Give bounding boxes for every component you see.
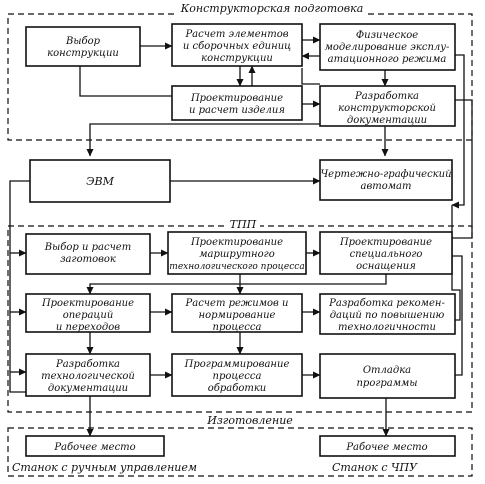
block-modes-calc: Расчет режимов и нормирование процесса <box>171 293 303 333</box>
design-section-title: Конструкторская подготовка <box>180 2 364 15</box>
block-text: обработки <box>208 383 267 394</box>
block-blank-choice: Выбор и расчет заготовок <box>25 233 151 275</box>
block-text: Программирование <box>184 359 290 370</box>
block-tech-docs: Разработка технологической документации <box>25 353 151 397</box>
block-text: Выбор и расчет <box>44 242 131 253</box>
block-text: и переходов <box>56 322 120 333</box>
block-text: документации <box>48 383 128 394</box>
block-physical-modeling: Физическое моделирование эксплу- атацион… <box>319 23 456 71</box>
block-choose-design: Выбор конструкции <box>25 26 141 67</box>
block-operations-design: Проектирование операций и переходов <box>25 293 151 333</box>
block-text: конструкции <box>201 53 273 64</box>
block-text: операций <box>63 310 114 321</box>
manual-machine-label: Станок с ручным управлением <box>12 461 197 474</box>
block-text: Рабочее место <box>345 442 427 453</box>
block-text: маршрутного <box>199 249 275 260</box>
block-text: Разработка <box>354 91 419 102</box>
block-text: Физическое <box>356 30 418 41</box>
block-text: процесса <box>213 371 262 382</box>
block-text: Отладка <box>363 365 411 376</box>
block-text: программы <box>356 378 417 389</box>
block-design-calc: Проектирование и расчет изделия <box>171 85 303 121</box>
block-workplace-cnc: Рабочее место <box>319 435 456 457</box>
block-text: процесса <box>213 322 262 333</box>
block-text: нормирование <box>199 310 276 321</box>
block-text: технологичности <box>338 322 436 333</box>
block-text: конструкторской <box>338 103 436 114</box>
block-text: Проектирование <box>190 93 283 104</box>
block-text: атационного режима <box>328 54 447 65</box>
block-text: Рабочее место <box>53 442 135 453</box>
block-text: специального <box>350 249 423 260</box>
block-text: заготовок <box>60 254 116 265</box>
block-text: конструкции <box>47 48 119 59</box>
block-workplace-manual: Рабочее место <box>25 435 165 457</box>
block-design-docs: Разработка конструкторской документации <box>319 85 456 127</box>
block-text: и сборочных единиц <box>183 41 291 52</box>
block-recommendations: Разработка рекомен- даций по повышению т… <box>319 293 456 335</box>
block-text: автомат <box>360 181 411 192</box>
cnc-machine-label: Станок с ЧПУ <box>332 461 418 474</box>
block-computer: ЭВМ <box>29 159 171 203</box>
block-text: технологической <box>41 371 135 382</box>
block-programming: Программирование процесса обработки <box>171 353 303 397</box>
block-text: оснащения <box>356 261 416 272</box>
block-text: Разработка <box>55 359 120 370</box>
block-tooling-design: Проектирование специального оснащения <box>319 231 453 275</box>
block-text: моделирование эксплу- <box>325 42 450 53</box>
block-text: ЭВМ <box>86 175 115 188</box>
block-text: Расчет элементов <box>184 29 288 40</box>
block-text: Проектирование <box>41 298 134 309</box>
block-text: Разработка рекомен- <box>328 298 445 309</box>
block-debugging: Отладка программы <box>319 353 456 399</box>
block-text: технологического процесса <box>169 262 304 272</box>
block-text: документации <box>347 115 427 126</box>
tpp-section-title: ТПП <box>230 218 257 231</box>
block-text: Расчет режимов и <box>185 298 289 309</box>
block-text: Выбор <box>65 36 101 47</box>
manufacturing-section-title: Изготовление <box>206 414 293 427</box>
connectors <box>9 36 473 437</box>
block-text: Чертежно-графический <box>320 169 451 180</box>
block-plotter: Чертежно-графический автомат <box>319 159 453 201</box>
block-text: и расчет изделия <box>189 105 285 116</box>
block-calc-elements: Расчет элементов и сборочных единиц конс… <box>171 23 303 67</box>
manufacturing-section-frame <box>7 427 473 477</box>
block-text: даций по повышению <box>330 310 445 321</box>
block-text: Проектирование <box>339 237 432 248</box>
block-route-design: Проектирование маршрутного технологическ… <box>167 231 307 275</box>
block-text: Проектирование <box>190 237 283 248</box>
